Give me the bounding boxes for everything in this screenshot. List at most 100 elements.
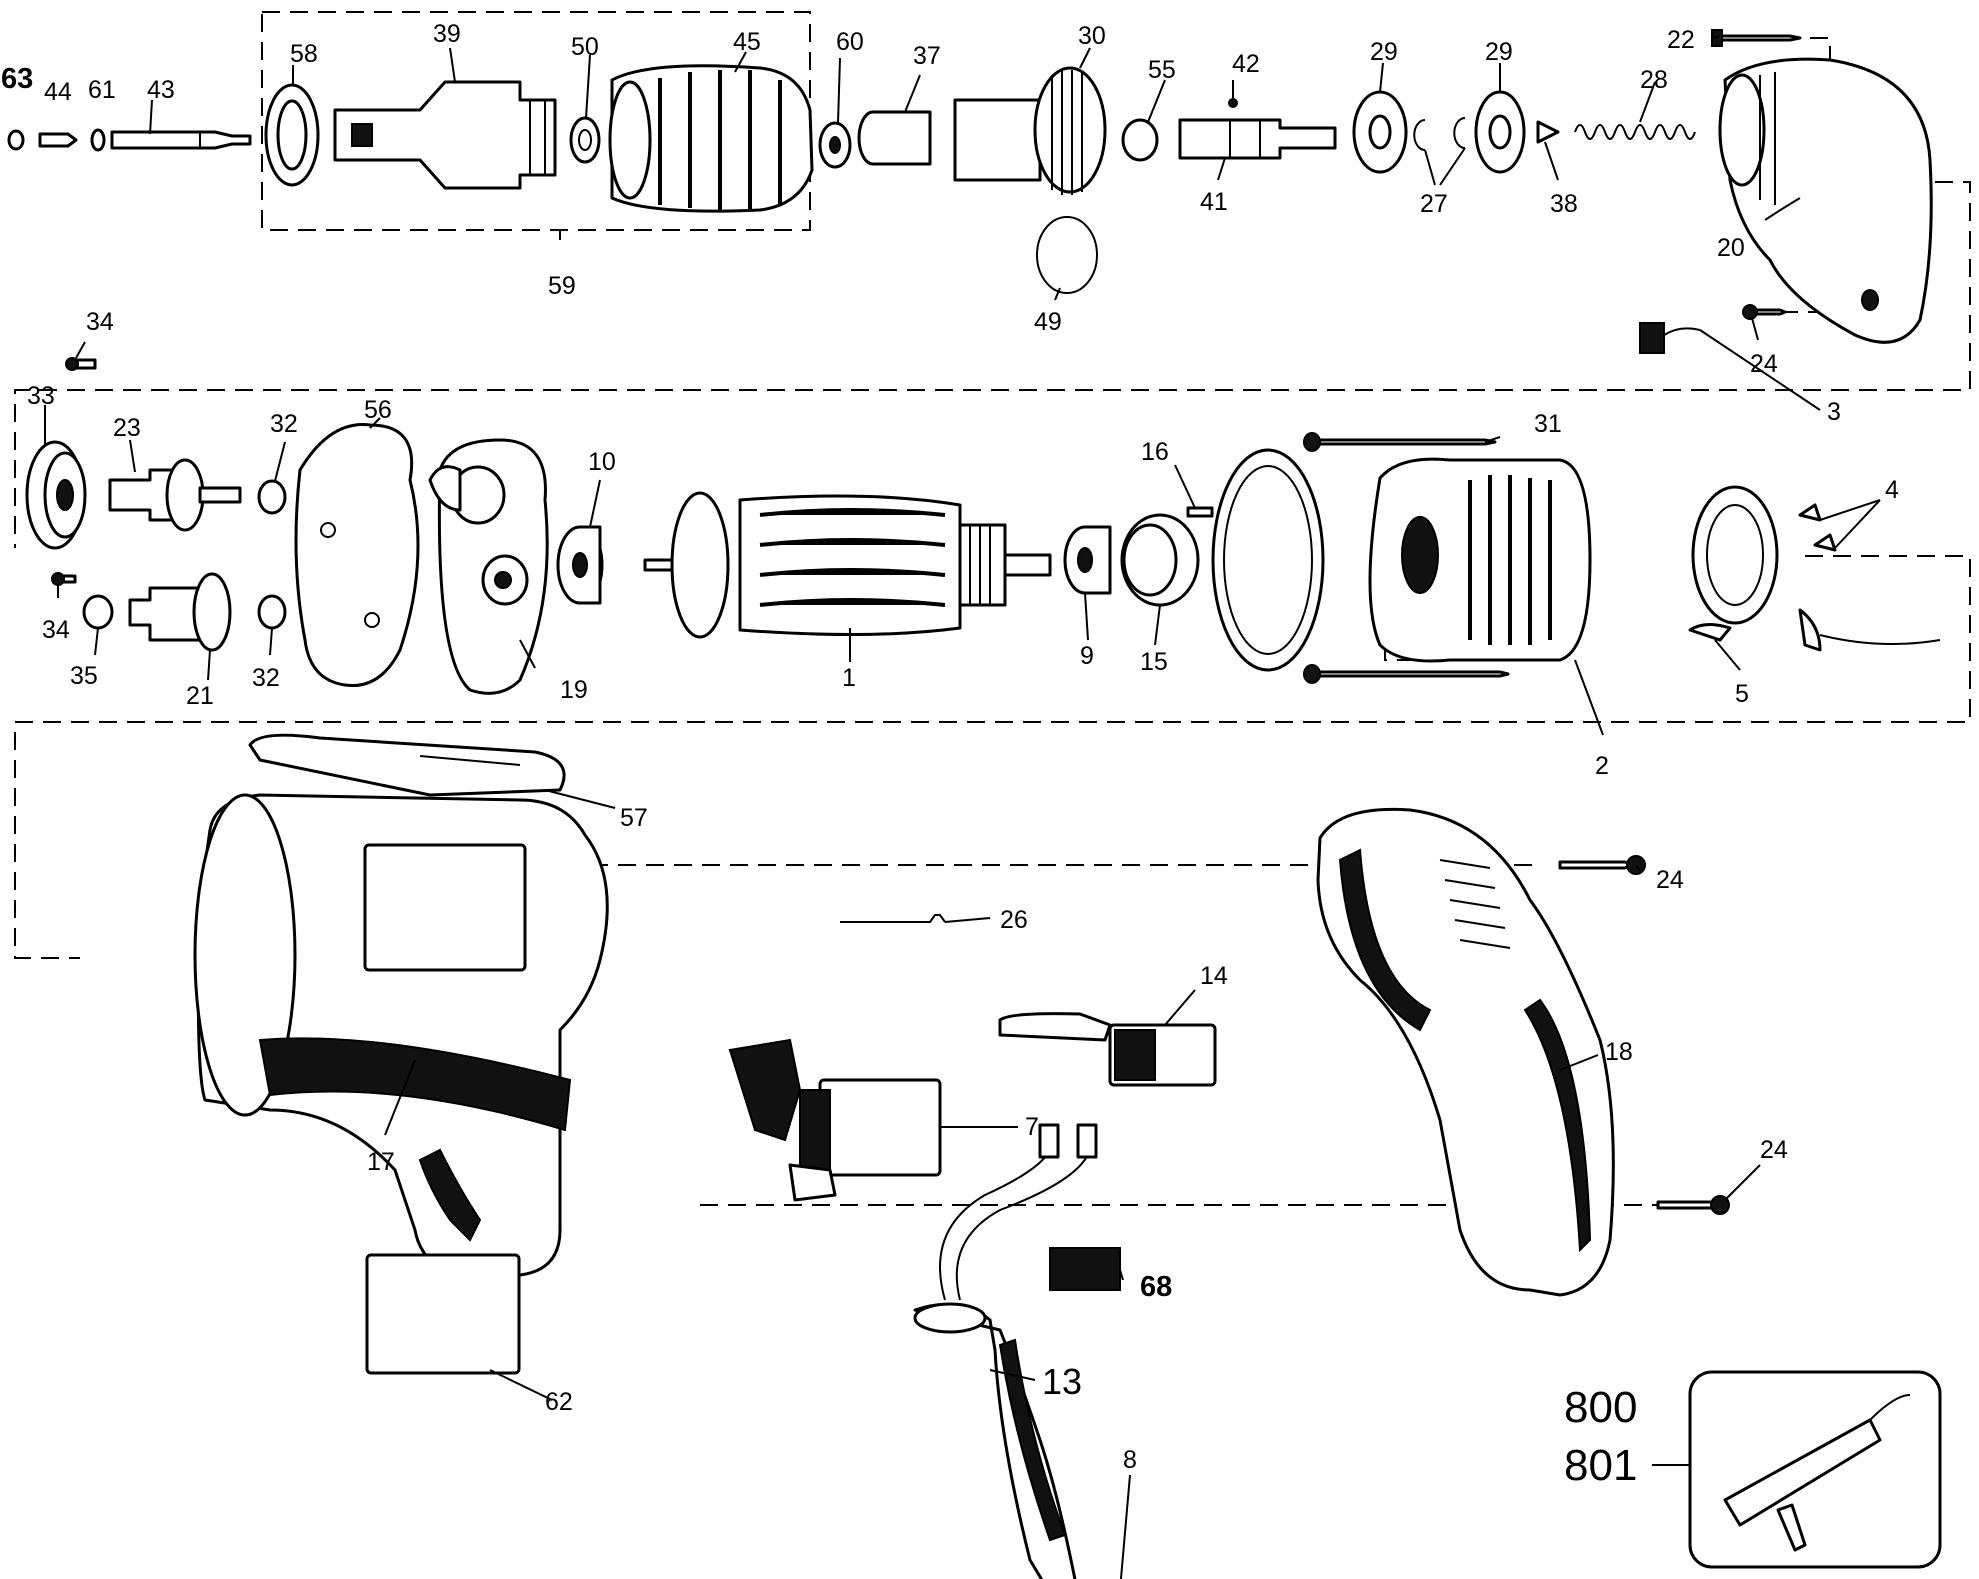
- part-29a-cam: [1352, 90, 1408, 174]
- part-27-retaining-rings: [1413, 117, 1466, 151]
- part-10-bearing: [556, 525, 604, 605]
- part-55-bushing: [1121, 118, 1159, 162]
- callout-61: 61: [88, 76, 116, 104]
- part-31a-screw: [1303, 432, 1497, 452]
- part-31b-screw: [1303, 664, 1510, 684]
- part-26-wire: [840, 914, 946, 923]
- callout-38: 38: [1550, 190, 1578, 218]
- callout-27: 27: [1420, 190, 1448, 218]
- part-baffle: [1211, 448, 1325, 672]
- part-24b-screw: [1558, 855, 1646, 875]
- callout-13: 13: [1042, 1361, 1082, 1402]
- part-58-locking-sleeve: [264, 83, 320, 187]
- callout-29b: 29: [1485, 38, 1513, 66]
- callout-34a: 34: [86, 308, 114, 336]
- callout-45: 45: [733, 28, 761, 56]
- part-32b-bushing: [257, 594, 287, 630]
- callout-43: 43: [147, 76, 175, 104]
- callout-62: 62: [545, 1388, 573, 1416]
- callout-19: 19: [560, 676, 588, 704]
- callout-41: 41: [1200, 188, 1228, 216]
- callout-34b: 34: [42, 616, 70, 644]
- part-45-clutch-housing: [608, 64, 814, 213]
- callout-68: 68: [1140, 1271, 1172, 1303]
- part-37-sleeve: [857, 110, 932, 166]
- part-7-switch: [728, 1038, 942, 1202]
- part-57-switch-cover: [248, 733, 566, 797]
- callout-35: 35: [70, 662, 98, 690]
- callout-29a: 29: [1370, 38, 1398, 66]
- callout-4: 4: [1885, 476, 1899, 504]
- callout-60: 60: [836, 28, 864, 56]
- clutch-assembly-box: [261, 11, 811, 231]
- callout-30: 30: [1078, 22, 1106, 50]
- part-41-shaft: [1178, 118, 1337, 160]
- callout-14: 14: [1200, 962, 1228, 990]
- part-60-bearing: [818, 121, 852, 169]
- part-brush-holder: [1691, 485, 1779, 625]
- callout-800: 800: [1564, 1383, 1637, 1432]
- callout-22: 22: [1667, 26, 1695, 54]
- callout-8: 8: [1123, 1446, 1137, 1474]
- callout-1: 1: [842, 664, 856, 692]
- part-17-housing-half: [193, 793, 609, 1282]
- part-23-gear: [108, 458, 242, 532]
- part-63-ball: [7, 129, 25, 151]
- part-13-cord-protector: [913, 1302, 1077, 1579]
- part-44-pin: [38, 132, 78, 148]
- part-33-bearing: [25, 440, 87, 550]
- part-30-clutch-gear: [953, 66, 1107, 195]
- part-61-o-ring: [90, 128, 106, 152]
- callout-3: 3: [1827, 398, 1841, 426]
- callout-58: 58: [290, 40, 318, 68]
- part-32a-bushing: [257, 479, 287, 515]
- callout-15: 15: [1140, 648, 1168, 676]
- callout-16: 16: [1141, 438, 1169, 466]
- part-35-bushing: [82, 594, 114, 630]
- part-800-801-accessory: [1688, 1370, 1942, 1569]
- callout-32b: 32: [252, 664, 280, 692]
- part-39-spindle: [333, 80, 557, 190]
- callout-9: 9: [1080, 642, 1094, 670]
- part-9-bearing: [1063, 525, 1112, 595]
- callout-17: 17: [367, 1148, 395, 1176]
- part-56-gasket: [294, 423, 420, 688]
- callout-labels: 63 44 61 43 58 39 50 45 60 37 30 55 42 4…: [1, 20, 1899, 1490]
- part-68-capacitor: [1049, 1247, 1121, 1291]
- callout-21: 21: [186, 682, 214, 710]
- part-43-bit-holder: [110, 130, 252, 150]
- callout-28: 28: [1640, 66, 1668, 94]
- callout-37: 37: [913, 42, 941, 70]
- callout-49: 49: [1034, 308, 1062, 336]
- callout-24a: 24: [1750, 350, 1778, 378]
- part-21-gear: [128, 572, 232, 652]
- callout-10: 10: [588, 448, 616, 476]
- part-3-brush: [1639, 322, 1701, 354]
- callout-31: 31: [1534, 410, 1562, 438]
- part-14-switch-actuator: [998, 1012, 1217, 1087]
- part-16-pin: [1186, 506, 1214, 518]
- part-20-gear-case: [1718, 57, 1933, 344]
- callout-44: 44: [44, 78, 72, 106]
- callout-63: 63: [1, 63, 33, 95]
- part-15-bearing-retainer: [1120, 513, 1200, 607]
- callout-55: 55: [1148, 56, 1176, 84]
- part-2-field: [1368, 457, 1592, 663]
- part-18-handle-half: [1316, 807, 1615, 1297]
- leader-lines: [44, 35, 1881, 1579]
- part-38-ball: [1536, 120, 1560, 144]
- part-1-armature: [643, 491, 1052, 639]
- guide-row1-to-row2: [14, 181, 1971, 548]
- callout-39: 39: [433, 20, 461, 48]
- callout-801: 801: [1564, 1441, 1637, 1490]
- guide-row2-to-row3: [14, 555, 1971, 959]
- part-5-terminals: [1688, 608, 1941, 652]
- part-24c-screw: [1656, 1195, 1730, 1215]
- callout-26: 26: [1000, 906, 1028, 934]
- part-42-pin: [1228, 98, 1238, 108]
- part-50-washer: [569, 116, 601, 164]
- callout-2: 2: [1595, 752, 1609, 780]
- part-4-brush-springs: [1798, 503, 1837, 552]
- part-22-screw: [1711, 29, 1802, 47]
